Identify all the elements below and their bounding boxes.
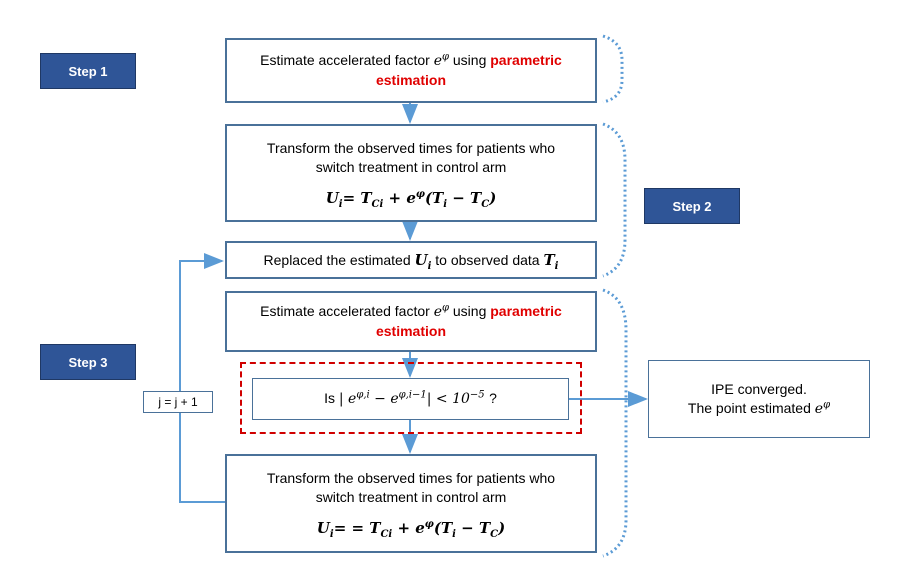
box5-question: ? [489,390,497,406]
box1-text-mid: using [452,52,487,68]
box3-u: Ui [414,250,432,272]
box3-t: Ti [543,250,559,272]
replace-estimated-box: Replaced the estimated Ui to observed da… [225,241,597,279]
box5-is: Is [324,390,335,406]
converged-line1: IPE converged. [711,380,807,397]
box3-text-pre: Replaced the estimated [263,251,411,268]
box6-formula: Ui= = TCi + eφ(Ti − TC) [316,519,506,540]
box2-line1: Transform the observed times for patient… [266,139,556,156]
box5-condition: | eφ,i − eφ,i−1| < 10−5 [338,389,485,407]
loop-increment-label: j = j + 1 [143,391,213,413]
transform-times-box-2: Transform the observed times for patient… [225,454,597,553]
box6-line1: Transform the observed times for patient… [266,470,556,486]
brace-step3 [602,288,628,558]
box3-text-mid: to observed data [435,251,540,268]
estimate-factor-box-2: Estimate accelerated factor eφ using par… [225,291,597,352]
box1-red-text: parametric estimation [375,52,562,88]
step3-label: Step 3 [40,344,136,380]
convergence-check-box: Is | eφ,i − eφ,i−1| < 10−5 ? [252,378,569,420]
box4-text-pre: Estimate accelerated factor [260,303,430,319]
transform-times-box-1: Transform the observed times for patient… [225,124,597,222]
box4-factor: eφ [433,302,449,320]
loop-back-arrow [179,253,225,503]
box6-line2: switch treatment in control arm [315,489,507,505]
box4-text-mid: using [452,303,487,319]
brace-step1 [602,34,624,104]
converged-line2: The point estimated eφ [687,398,831,417]
brace-step2 [602,122,627,278]
ipe-converged-box: IPE converged. The point estimated eφ [648,360,870,438]
box2-formula: Ui= TCi + eφ(Ti − TC) [325,188,497,210]
box4-red-text: parametric estimation [375,303,562,339]
step2-label: Step 2 [644,188,740,224]
step1-label: Step 1 [40,53,136,89]
box1-text-pre: Estimate accelerated factor [260,52,430,68]
estimate-factor-box-1: Estimate accelerated factor eφ using par… [225,38,597,103]
box2-line2: switch treatment in control arm [315,158,507,175]
box1-factor: eφ [433,51,449,69]
convergence-check-region [240,362,582,434]
